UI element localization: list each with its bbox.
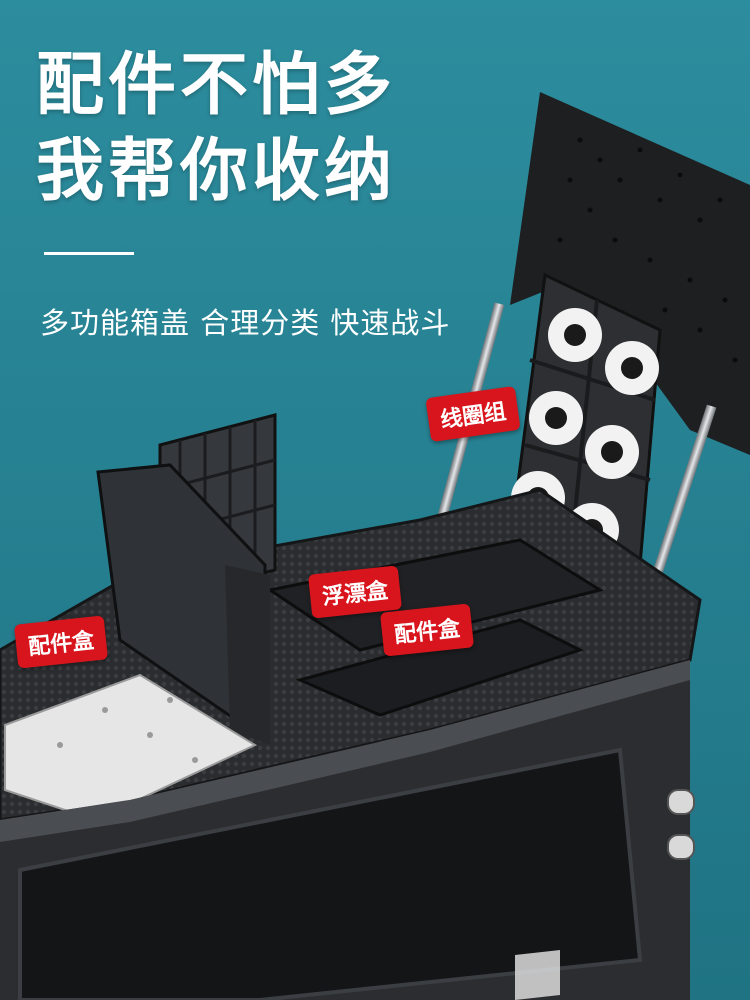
float-box-compartment [266,538,604,652]
lid-panel [510,92,750,455]
headline-line-2: 我帮你收纳 [36,132,397,211]
box-rim [0,660,690,842]
headline-divider [44,252,134,255]
side-clip-upper [667,789,695,815]
lid-holes [557,137,738,363]
box-inner [18,747,643,1000]
tag-accessory-box-left: 配件盒 [13,615,109,669]
tag-accessory-box-center: 配件盒 [379,603,475,657]
white-tray [4,673,258,822]
side-clip-lower [667,834,695,860]
tag-float-box: 浮漂盒 [307,565,403,619]
divider-side [225,565,270,745]
subtitle: 多功能箱盖 合理分类 快速战斗 [40,306,451,340]
box-logo [515,950,560,1000]
headline-line-1: 配件不怕多 [36,46,397,125]
